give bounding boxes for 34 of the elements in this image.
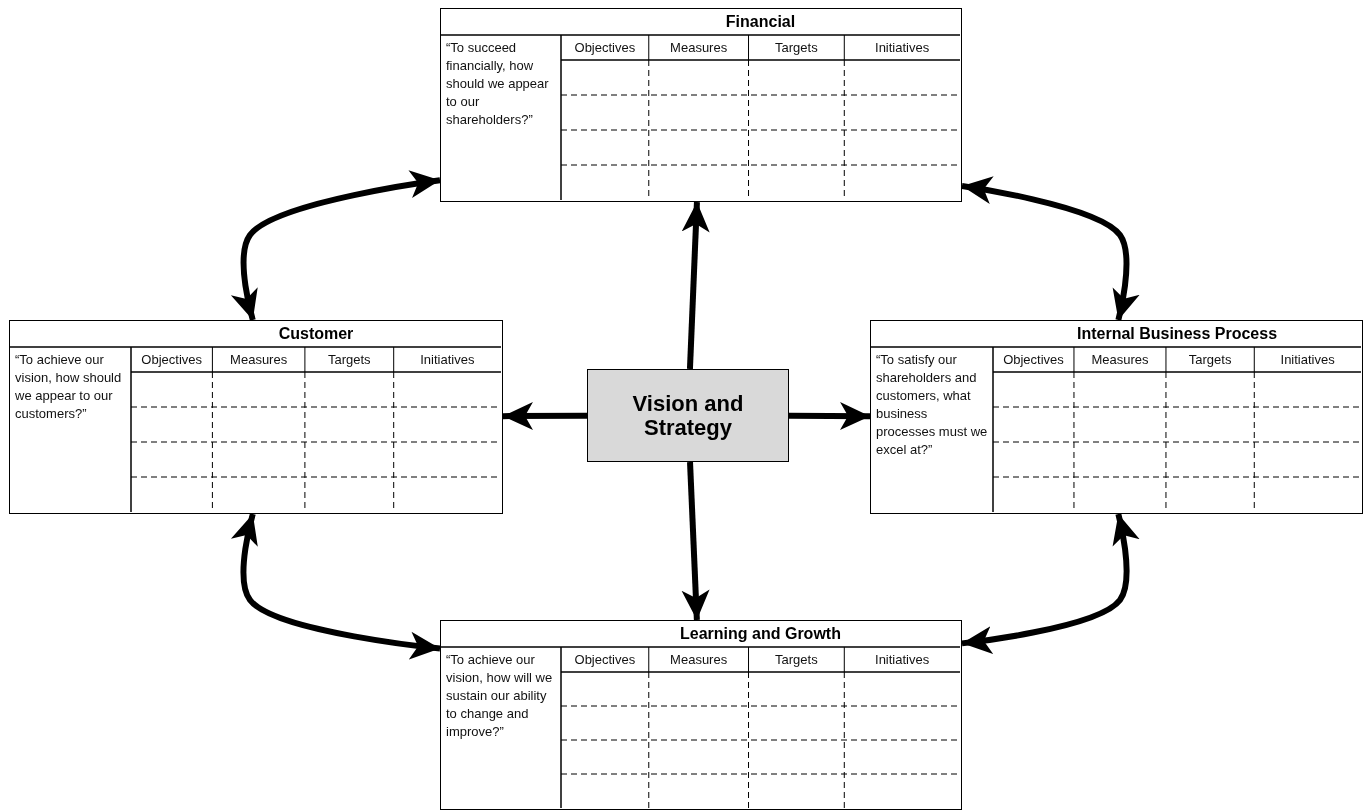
question-text: “To achieve our vision, how should we appear to our customers?” (15, 351, 123, 423)
column-header: Targets (774, 651, 819, 669)
box-label: Vision and Strategy (631, 392, 745, 439)
arrow (789, 402, 870, 431)
question-text: “To achieve our vision, how will we sustain our ability to change and improve?” (446, 651, 554, 741)
vision-box (587, 369, 789, 462)
column-header: Initiatives (874, 39, 931, 57)
column-header: Measures (1090, 351, 1150, 369)
arrow (961, 176, 1140, 321)
card-title: Internal Business Process (1075, 324, 1279, 344)
column-header: Objectives (1002, 351, 1065, 369)
column-header: Objectives (573, 651, 637, 669)
column-header: Measures (669, 651, 729, 669)
card-title: Financial (724, 12, 797, 32)
question-text: “To satisfy our shareholders and customers, what business processes must we excel at?” (876, 351, 988, 459)
arrow (231, 170, 441, 321)
card-title: Customer (277, 324, 355, 344)
column-header: Initiatives (419, 351, 476, 369)
column-header: Initiatives (1279, 351, 1336, 369)
arrow (961, 513, 1140, 654)
column-header: Initiatives (874, 651, 931, 669)
column-header: Measures (229, 351, 289, 369)
arrow (231, 513, 441, 660)
arrow (681, 461, 710, 621)
arrow (681, 201, 710, 370)
column-header: Targets (326, 351, 372, 369)
question-text: “To succeed financially, how should we appear to our shareholders?” (446, 39, 550, 129)
column-header: Objectives (573, 39, 637, 57)
card-title: Learning and Growth (679, 624, 842, 644)
arrow (503, 402, 587, 431)
column-header: Targets (1187, 351, 1233, 369)
column-header: Targets (774, 39, 819, 57)
column-header: Objectives (140, 351, 204, 369)
column-header: Measures (669, 39, 729, 57)
